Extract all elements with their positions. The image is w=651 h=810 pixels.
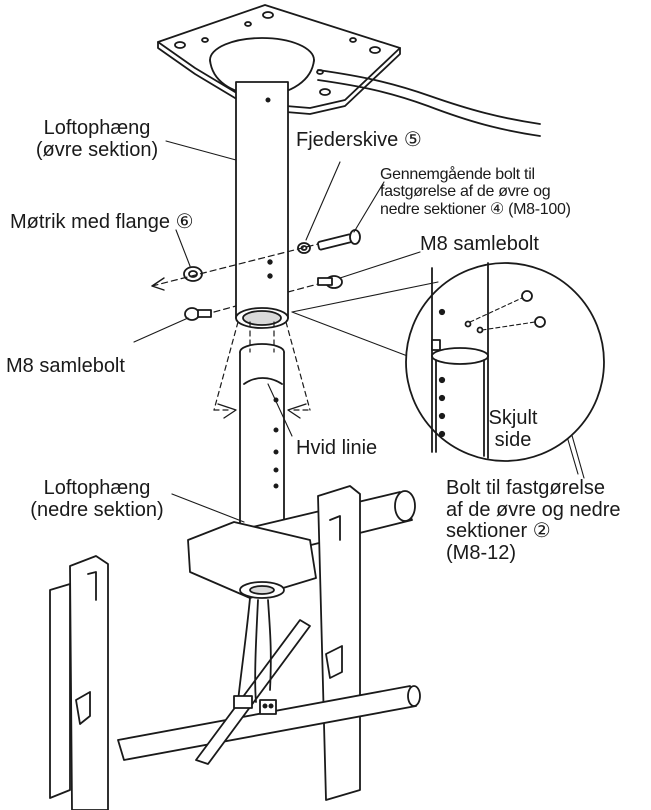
bolt-direction-arrow <box>151 277 165 291</box>
detail-callout <box>291 262 605 462</box>
label-through-bolt-line2: fastgørelse af de øvre og <box>380 183 551 201</box>
lower-pole <box>239 343 285 528</box>
label-m8-bolt-right: M8 samlebolt <box>420 233 539 255</box>
label-hidden-side-line1: Skjult <box>488 407 538 429</box>
power-cable <box>317 69 541 137</box>
through-bolt-4 <box>317 229 361 251</box>
display-bracket-frame <box>49 485 421 810</box>
ceiling-plate <box>157 4 401 115</box>
label-hidden-side: Skjult side <box>480 407 546 451</box>
label-upper-section: Loftophæng (øvre sektion) <box>12 117 182 161</box>
label-through-bolt-line1: Gennemgående bolt til <box>380 166 535 183</box>
m8-bolt-left <box>184 307 212 321</box>
flange-nut-6 <box>183 266 203 282</box>
bolt-path-lines <box>151 243 319 313</box>
label-fix-bolt-line3: sektioner ② <box>446 520 551 543</box>
label-upper-section-line2: (øvre sektion) <box>35 138 159 161</box>
label-fix-bolt-line1: Bolt til fastgørelse <box>446 477 605 499</box>
label-hidden-side-line2: side <box>494 428 532 451</box>
label-fix-bolt-line4: (M8-12) <box>446 541 517 564</box>
label-flange-nut: Møtrik med flange ⑥ <box>10 211 194 233</box>
spring-washer-5 <box>297 242 311 254</box>
label-lower-section: Loftophæng (nedre sektion) <box>12 477 182 521</box>
label-through-bolt-line3: nedre sektioner ④ (M8-100) <box>380 200 571 218</box>
label-white-line: Hvid linie <box>296 437 378 459</box>
label-upper-section-line1: Loftophæng <box>43 117 151 139</box>
label-fix-bolt: Bolt til fastgørelse af de øvre og nedre… <box>446 477 621 564</box>
label-lower-section-line1: Loftophæng <box>43 477 151 499</box>
insertion-guide <box>213 321 311 411</box>
m8-bolt-right <box>317 275 343 289</box>
label-m8-bolt-left: M8 samlebolt <box>6 355 125 377</box>
label-through-bolt: Gennemgående bolt til fastgørelse af de … <box>380 166 571 218</box>
upper-pole <box>235 81 289 329</box>
insertion-arrow <box>217 403 307 419</box>
label-fix-bolt-line2: af de øvre og nedre <box>446 498 621 521</box>
label-spring-washer: Fjederskive ⑤ <box>296 129 422 151</box>
label-lower-section-line2: (nedre sektion) <box>30 498 164 521</box>
